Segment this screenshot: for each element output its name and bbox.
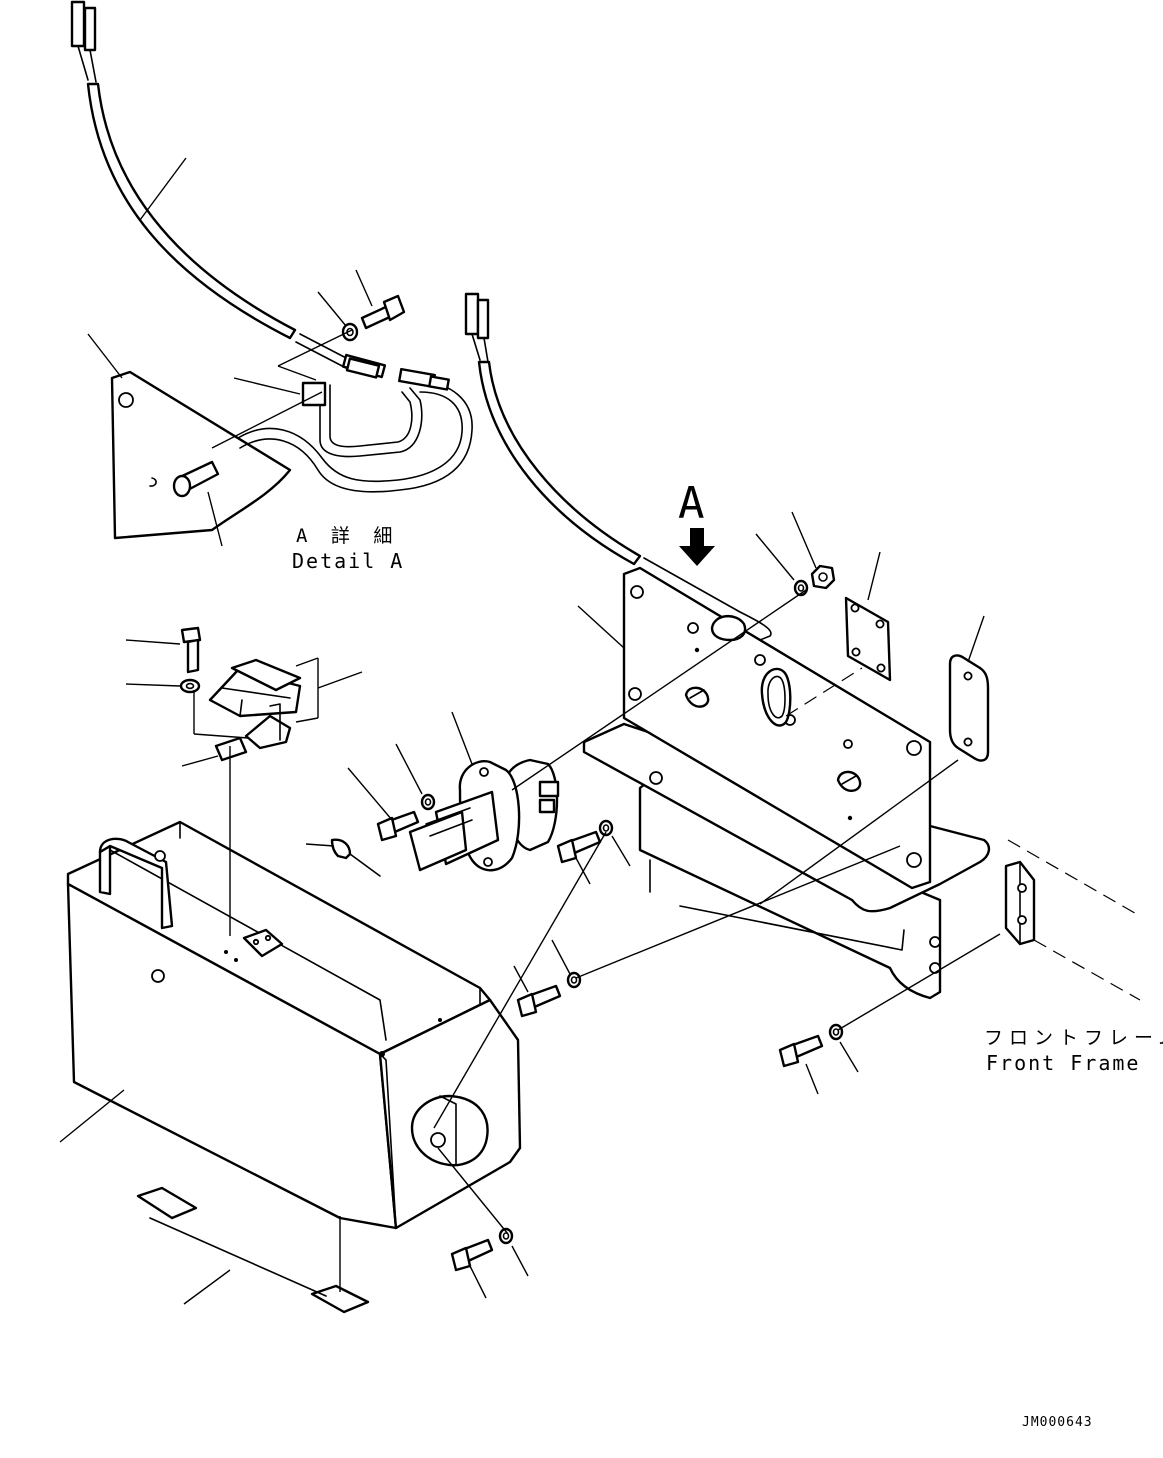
washer-latch xyxy=(179,678,201,694)
nut-upper-right xyxy=(810,564,836,590)
box-latch xyxy=(208,658,302,762)
view-a-marker: A xyxy=(678,478,715,566)
key-retainer-clip xyxy=(330,838,381,877)
detail-plate xyxy=(110,370,292,540)
cable-sheath xyxy=(86,82,297,340)
battery-disconnect-switch xyxy=(408,758,560,872)
cover-plate-oval xyxy=(948,654,990,762)
box-cable-port xyxy=(410,1094,489,1167)
bolt-box-bottom xyxy=(450,1238,494,1272)
washer-upper-left xyxy=(341,322,359,342)
washer-switch-right xyxy=(598,819,614,837)
battery-box xyxy=(66,820,522,1230)
cable-clip xyxy=(301,381,327,407)
box-handle xyxy=(98,837,174,930)
bolt-switch-right xyxy=(556,830,602,864)
spacer-block xyxy=(1004,860,1036,946)
washer-box-bottom xyxy=(498,1227,514,1245)
detail-caption-en: Detail A xyxy=(292,549,404,573)
frame-caption-en: Front Frame xyxy=(986,1051,1140,1075)
cable-terminal-4 xyxy=(476,298,490,340)
bracket-lower-flange xyxy=(638,778,942,1000)
assembly-lines xyxy=(193,329,1141,1292)
washer-box-mount xyxy=(566,971,582,989)
bolt-frame xyxy=(778,1034,824,1068)
view-arrow-icon xyxy=(679,528,715,566)
drawing-number: JM000643 xyxy=(1022,1415,1093,1430)
bolt-box-mount xyxy=(516,984,562,1018)
battery-strap xyxy=(136,1186,370,1314)
leader-lines xyxy=(59,157,985,1305)
bolt-switch-left xyxy=(376,810,420,842)
detail-caption-jp: A 詳 細 xyxy=(296,525,398,547)
detail-a-view xyxy=(110,357,473,540)
battery-cable-lower xyxy=(464,292,772,641)
view-label: A xyxy=(678,478,705,529)
washer-frame xyxy=(828,1023,844,1041)
box-front xyxy=(66,882,398,1230)
bolt-latch xyxy=(180,626,202,674)
box-latch-plate xyxy=(242,928,284,958)
bolt-upper-left xyxy=(360,294,406,330)
washer-switch-left xyxy=(420,793,436,811)
cable-terminal-1 xyxy=(70,0,86,48)
frame-caption-jp: フロントフレーム xyxy=(984,1027,1163,1049)
cable-terminal-3 xyxy=(464,292,480,336)
latch-keeper xyxy=(214,736,248,762)
battery-cable-upper xyxy=(70,0,387,379)
cable-terminal-2 xyxy=(83,6,97,52)
mounting-bracket xyxy=(582,566,991,1000)
cover-plate-square xyxy=(844,596,892,682)
cable-sheath-lower xyxy=(477,360,642,566)
